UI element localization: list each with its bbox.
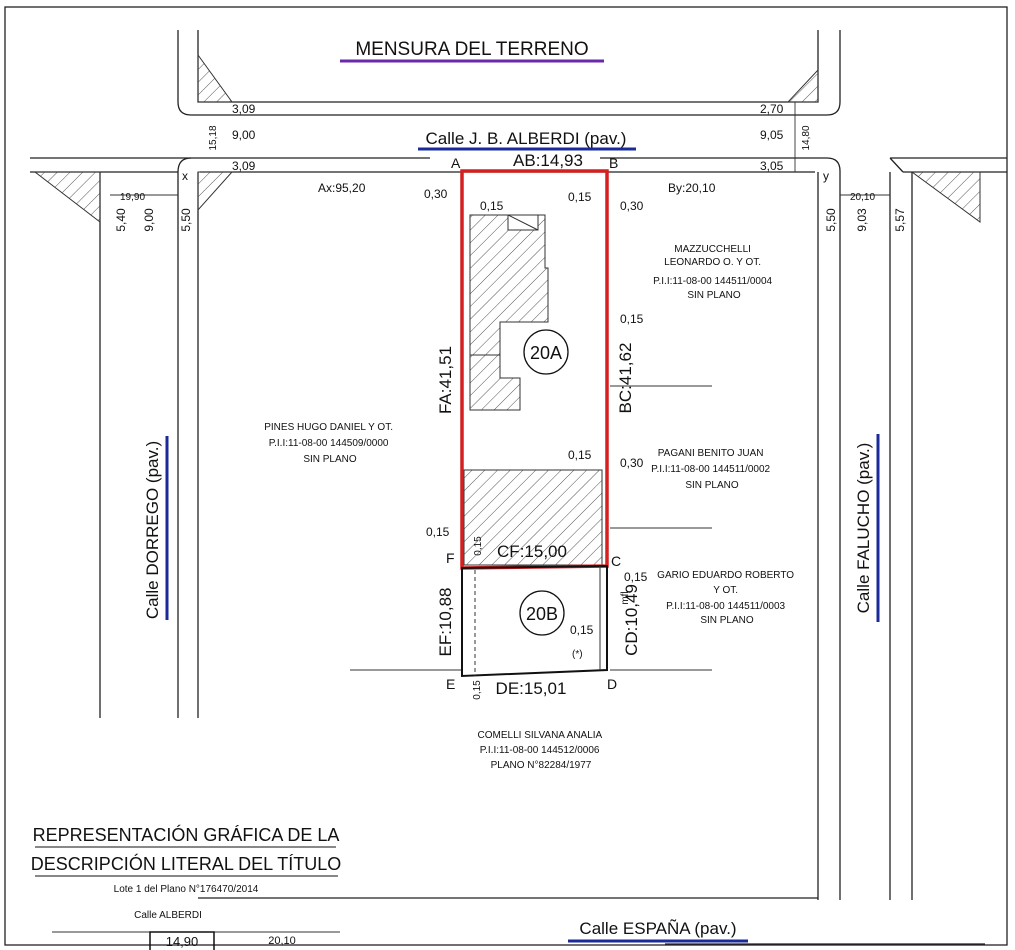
drawing-title: MENSURA DEL TERRENO [355, 39, 588, 60]
street-espana: Calle ESPAÑA (pav.) [579, 919, 736, 938]
owner-comelli: COMELLI SILVANA ANALIA P.I.I:11-08-00 14… [478, 730, 605, 771]
dim-5-57: 5,57 [893, 208, 907, 232]
offset-0-15-g: 0,15 [624, 570, 648, 584]
offset-0-15-c: 0,15 [620, 312, 644, 326]
vertex-c: C [611, 553, 621, 569]
owner-gario: GARIO EDUARDO ROBERTO Y OT. P.I.I:11-08-… [657, 570, 797, 626]
offset-0-15-h: 0,15 [570, 623, 594, 637]
dim-2-70: 2,70 [760, 102, 784, 116]
dim-5-50-left: 5,50 [179, 208, 193, 232]
offset-0-30-c: 0,30 [620, 456, 644, 470]
vertex-d: D [607, 676, 617, 692]
offset-0-15-i: 0,15 [472, 680, 483, 700]
dim-15-18: 15,18 [208, 125, 219, 150]
owner-pines: PINES HUGO DANIEL Y OT. P.I.I:11-08-00 1… [264, 422, 396, 465]
offset-0-30-a: 0,30 [424, 187, 448, 201]
vertex-a: A [451, 155, 461, 171]
side-de: DE:15,01 [496, 679, 567, 698]
offset-0-15-a: 0,15 [480, 199, 504, 213]
dim-ax: Ax:95,20 [318, 181, 366, 195]
corner-hatches [33, 53, 981, 224]
lot-20a-marker [523, 329, 569, 375]
dim-9-05: 9,05 [760, 128, 784, 142]
side-ab: AB:14,93 [513, 151, 583, 170]
dim-9-00-v: 9,00 [142, 208, 156, 232]
lot-20b-label: 20B [526, 604, 558, 624]
offset-0-15-d: 0,15 [568, 448, 592, 462]
vertex-e: E [446, 676, 455, 692]
secondary-street: Calle ALBERDI [134, 910, 202, 921]
side-cd: CD:10,49 [622, 584, 641, 656]
offset-0-15-b: 0,15 [568, 190, 592, 204]
secondary-lot-box [149, 931, 215, 950]
secondary-title-line-1: REPRESENTACIÓN GRÁFICA DE LA [33, 824, 340, 845]
secondary-value-a: 14,90 [166, 934, 199, 949]
owner-mazzucchelli: MAZZUCCHELLI LEONARDO O. Y OT. P.I.I:11-… [653, 244, 775, 301]
vertex-x: x [182, 169, 188, 183]
side-cf: CF:15,00 [497, 542, 567, 561]
dim-19-90: 19,90 [120, 192, 145, 203]
owner-pagani: PAGANI BENITO JUAN P.I.I:11-08-00 144511… [651, 448, 773, 491]
side-ef: EF:10,88 [436, 588, 455, 657]
lot-20a[interactable]: 20A [460, 169, 609, 570]
dim-14-80: 14,80 [801, 125, 812, 150]
secondary-subtitle: Lote 1 del Plano N°176470/2014 [114, 884, 259, 895]
dim-5-50-right: 5,50 [824, 208, 838, 232]
label-mfl: mfl [620, 591, 631, 604]
lot-20b-marker [519, 590, 565, 636]
side-fa: FA:41,51 [436, 346, 455, 414]
vertex-b: B [609, 155, 618, 171]
secondary-title-line-2: DESCRIPCIÓN LITERAL DEL TÍTULO [31, 853, 341, 874]
dim-by: By:20,10 [668, 181, 716, 195]
secondary-value-b: 20,10 [268, 935, 296, 947]
street-alberdi: Calle J. B. ALBERDI (pav.) [426, 129, 627, 148]
dim-9-00: 9,00 [232, 128, 256, 142]
dim-3-09-top: 3,09 [232, 102, 256, 116]
street-dorrego: Calle DORREGO (pav.) [143, 441, 162, 619]
secondary-drawing: REPRESENTACIÓN GRÁFICA DE LA DESCRIPCIÓN… [31, 824, 341, 950]
side-bc: BC:41,62 [616, 343, 635, 414]
dim-20-10: 20,10 [850, 192, 875, 203]
offset-0-15-e: 0,15 [426, 525, 450, 539]
lot-20b[interactable]: 20B [461, 564, 608, 678]
dim-5-40: 5,40 [114, 208, 128, 232]
lot-20a-label: 20A [530, 343, 562, 363]
offset-0-15-f: 0,15 [473, 536, 484, 556]
sheet-frame [4, 6, 1008, 946]
dim-9-03: 9,03 [855, 208, 869, 232]
vertex-y: y [823, 169, 829, 183]
label-asterisk: (*) [572, 649, 583, 660]
dim-3-05: 3,05 [760, 159, 784, 173]
dim-3-09-bottom: 3,09 [232, 159, 256, 173]
offset-0-30-b: 0,30 [620, 199, 644, 213]
vertex-f: F [446, 550, 455, 566]
street-falucho: Calle FALUCHO (pav.) [854, 443, 873, 614]
